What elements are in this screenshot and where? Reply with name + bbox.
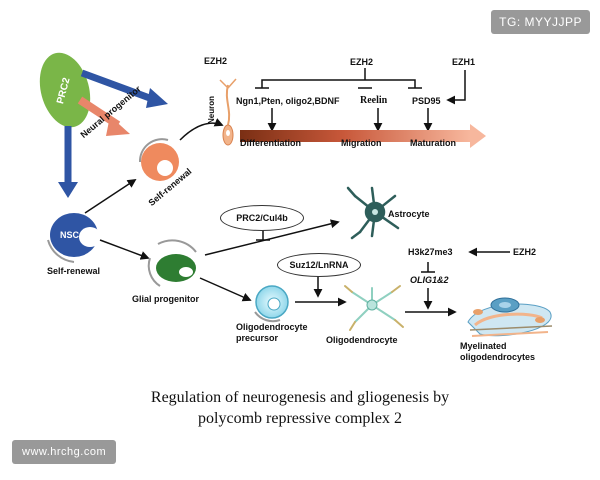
suz12-label: Suz12/LnRNA [289, 260, 349, 270]
ezh2-right-label: EZH2 [513, 247, 537, 257]
opc-label-line1: Oligodendrocyte [236, 322, 308, 332]
nsc-to-glial-arrow [99, 239, 150, 260]
nsc-self-renewal-label: Self-renewal [47, 266, 101, 276]
prc2-to-progenitor-arrowhead [106, 116, 130, 136]
astrocyte-label: Astrocyte [388, 209, 430, 219]
progenitor-self-renewal-arc [179, 118, 224, 141]
differentiation-label: Differentiation [240, 138, 302, 148]
glial-progenitor-cell [147, 239, 197, 287]
opc-cell [254, 285, 289, 323]
prc2-cul4b-oval: PRC2/Cul4b [220, 205, 304, 231]
myelinated-label-line2: oligodendrocytes [460, 352, 536, 362]
caption-line2: polycomb repressive complex 2 [198, 410, 402, 427]
nsc-cell [47, 213, 101, 263]
prc2-to-neuron-arrowhead [146, 88, 168, 108]
h3k27me3-inhibits-olig [421, 262, 435, 273]
neural-progenitor-cell [138, 138, 179, 181]
prc2-to-nsc-arrowhead [58, 182, 78, 198]
migration-label: Migration [341, 138, 382, 148]
neuron-label: Neuron [207, 96, 216, 124]
reelin-label: Reelin [360, 95, 388, 106]
ezh2-top-center-label: EZH2 [350, 57, 374, 67]
oligodendrocyte-cell [344, 285, 404, 331]
ezh1-to-psd95-arrow [446, 70, 466, 105]
opc-label-line2: precursor [236, 333, 279, 343]
prc2-ellipse [39, 52, 91, 128]
neuron-cell [219, 78, 237, 146]
caption-line1: Regulation of neurogenesis and gliogenes… [150, 389, 450, 406]
h3k27me3-label: H3k27me3 [408, 247, 453, 257]
timeline-arrowhead [470, 124, 486, 148]
nsc-to-progenitor-arrow [84, 179, 137, 214]
nsc-label: NSC [60, 230, 80, 240]
top-right-watermark: TG: MYYJJPP [491, 10, 590, 34]
glial-to-opc-arrow [199, 277, 252, 302]
ezh1-label: EZH1 [452, 57, 476, 67]
myelinated-oligodendrocytes [467, 297, 553, 337]
glial-to-astrocyte-arrow [204, 219, 340, 256]
olig-label: OLIG1&2 [410, 275, 449, 285]
ezh2-top-repression [261, 79, 416, 88]
glial-progenitor-label: Glial progenitor [132, 294, 200, 304]
ezh2-top-left-label: EZH2 [204, 56, 228, 66]
genes-label: Ngn1,Pten, oligo2,BDNF [236, 96, 340, 106]
astrocyte-cell [346, 186, 400, 240]
suz12-oval: Suz12/LnRNA [277, 253, 361, 277]
bottom-left-watermark: www.hrchg.com [12, 440, 117, 464]
prc2-to-neuron-arrow [80, 69, 157, 104]
prc2-cul4b-label: PRC2/Cul4b [236, 213, 288, 223]
oligodendrocyte-label: Oligodendrocyte [326, 335, 398, 345]
myelinated-label-line1: Myelinated [460, 341, 507, 351]
maturation-label: Maturation [410, 138, 456, 148]
psd95-label: PSD95 [412, 96, 441, 106]
timeline-bar [240, 130, 470, 142]
